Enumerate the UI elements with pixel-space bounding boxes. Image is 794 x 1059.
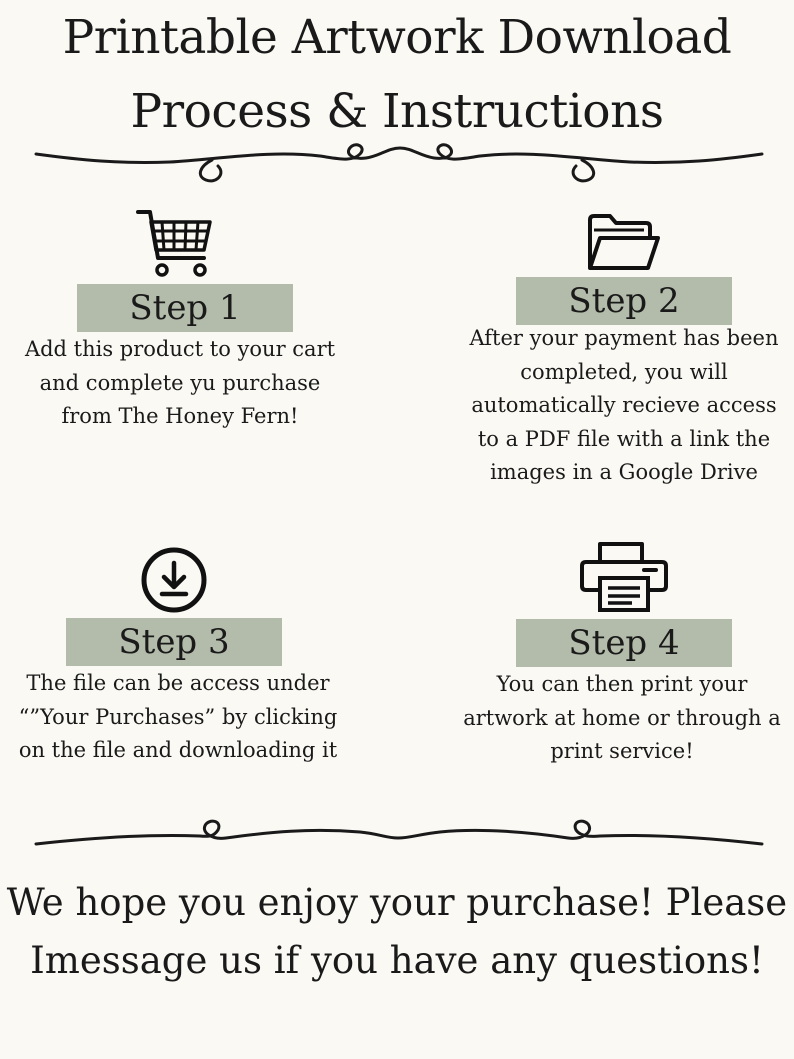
step-2-line: to a PDF file with a link the: [477, 426, 771, 451]
step-4-line: artwork at home or through a: [463, 705, 781, 730]
step-2-label: Step 2: [516, 277, 732, 325]
page-title-line-2: Process & Instructions: [130, 84, 665, 139]
step-3-label: Step 3: [66, 618, 282, 666]
printer-icon: [580, 540, 668, 612]
step-3-line: The file can be access under: [26, 671, 330, 695]
download-icon: [140, 546, 208, 614]
step-2-line: completed, you will: [520, 359, 728, 384]
page-title-line-1: Printable Artwork Download: [62, 10, 732, 65]
closing-message: We hope you enjoy your purchase! Please …: [0, 874, 794, 990]
step-2-line: automatically recieve access: [471, 393, 777, 417]
step-2-line: images in a Google Drive: [490, 460, 758, 484]
shopping-cart-icon: [136, 206, 212, 278]
step-1-line: and complete yu purchase: [39, 370, 321, 395]
step-1-line: from The Honey Fern!: [61, 404, 299, 428]
step-1-line: Add this product to your cart: [24, 337, 336, 361]
step-1-label: Step 1: [77, 284, 293, 332]
folder-icon: [586, 212, 660, 272]
step-3-line: “”Your Purchases” by clicking: [18, 704, 338, 729]
closing-line-2: Imessage us if you have any questions!: [30, 939, 764, 982]
step-4-description: You can then print your artwork at home …: [440, 668, 794, 769]
step-1-description: Add this product to your cart and comple…: [0, 333, 360, 434]
step-4-label: Step 4: [516, 619, 732, 667]
flourish-divider-bottom: [0, 812, 794, 862]
step-2-line: After your payment has been: [469, 326, 779, 350]
step-2-description: After your payment has been completed, y…: [445, 322, 794, 490]
flourish-divider-top: [0, 138, 794, 188]
step-4-line: print service!: [550, 739, 694, 763]
step-3-description: The file can be access under “”Your Purc…: [0, 667, 356, 768]
step-3-line: on the file and downloading it: [18, 738, 338, 762]
closing-line-1: We hope you enjoy your purchase! Please: [6, 881, 788, 924]
step-4-line: You can then print your: [496, 672, 748, 696]
